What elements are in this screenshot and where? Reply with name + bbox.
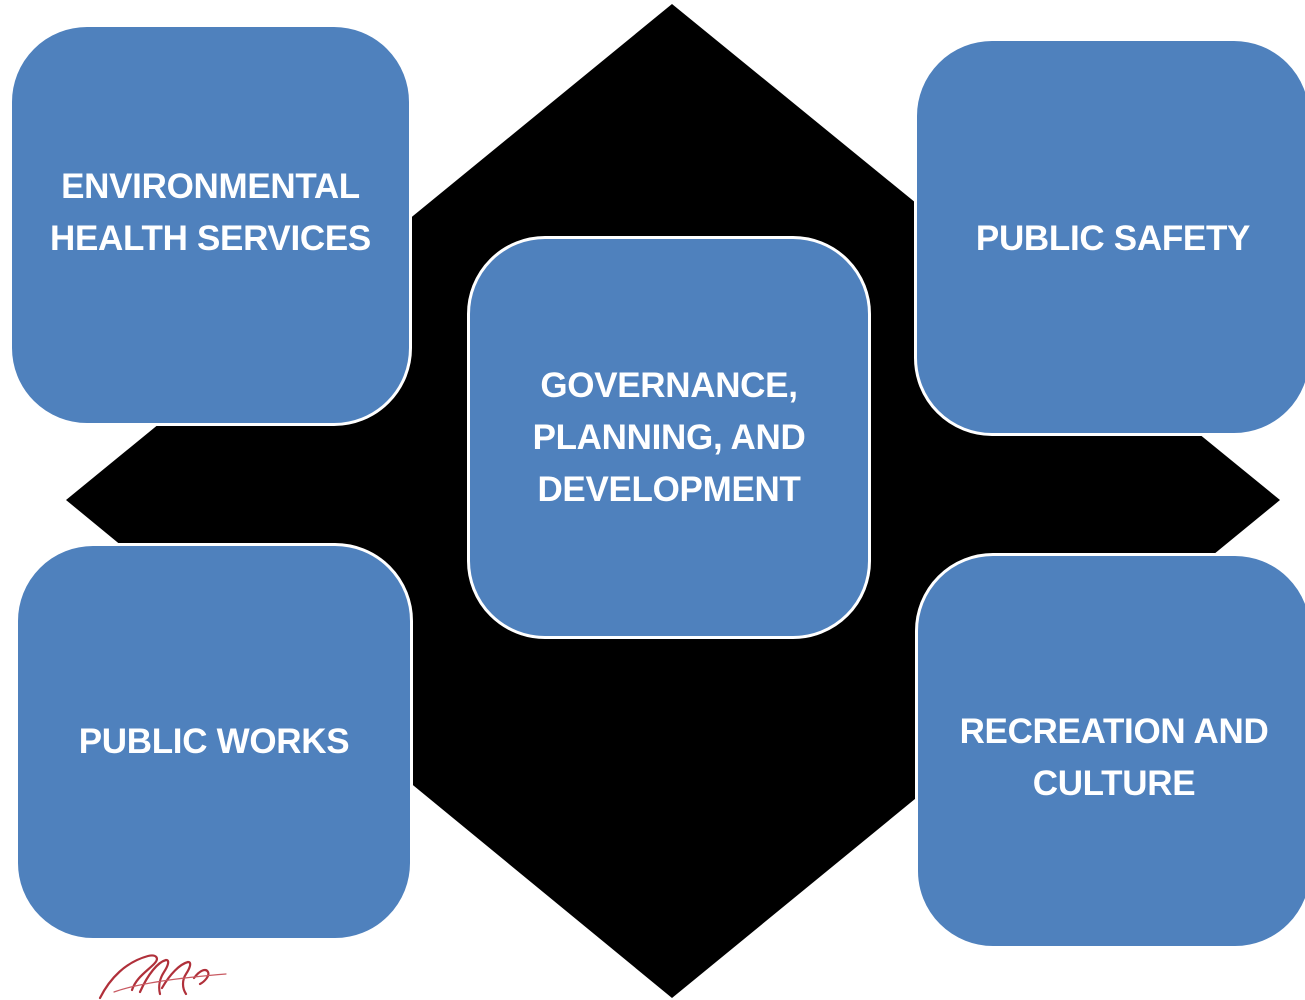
governance-planning-development-box: GOVERNANCE, PLANNING, AND DEVELOPMENT (467, 236, 871, 639)
recreation-and-culture-box: RECREATION AND CULTURE (915, 553, 1305, 949)
environmental-health-services-label: ENVIRONMENTAL HEALTH SERVICES (50, 167, 371, 258)
environmental-health-services-box: ENVIRONMENTAL HEALTH SERVICES (9, 24, 412, 426)
public-works-label: PUBLIC WORKS (78, 722, 350, 761)
governance-planning-development-label: GOVERNANCE, PLANNING, AND DEVELOPMENT (532, 365, 806, 509)
public-safety-box: PUBLIC SAFETY (914, 38, 1305, 436)
public-works-box: PUBLIC WORKS (15, 543, 413, 941)
script-logo-icon (98, 954, 227, 1000)
recreation-and-culture-label: RECREATION AND CULTURE (959, 712, 1269, 803)
public-safety-label: PUBLIC SAFETY (975, 219, 1251, 258)
